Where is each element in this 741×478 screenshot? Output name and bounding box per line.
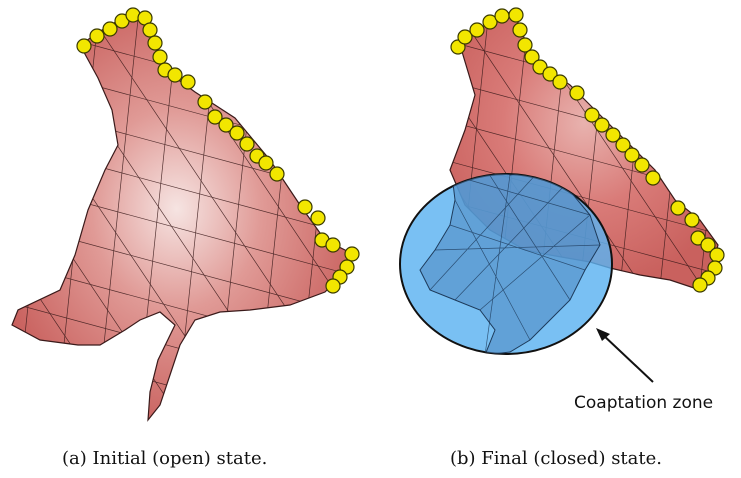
panel-final-closed: Coaptation zone (b) Final (closed) state… [370,0,741,478]
arrow [596,328,654,383]
annulus-markers [76,7,360,294]
caption-initial-state: (a) Initial (open) state. [62,448,268,469]
mesh-illustration-closed [399,7,725,383]
leaflet-mesh [11,13,356,422]
annulus-markers [450,7,725,293]
coaptation-zone-label: Coaptation zone [574,393,714,413]
caption-final-state: (b) Final (closed) state. [450,448,663,469]
mesh-illustration-open [11,7,360,422]
panel-initial-open: (a) Initial (open) state. [0,0,370,478]
